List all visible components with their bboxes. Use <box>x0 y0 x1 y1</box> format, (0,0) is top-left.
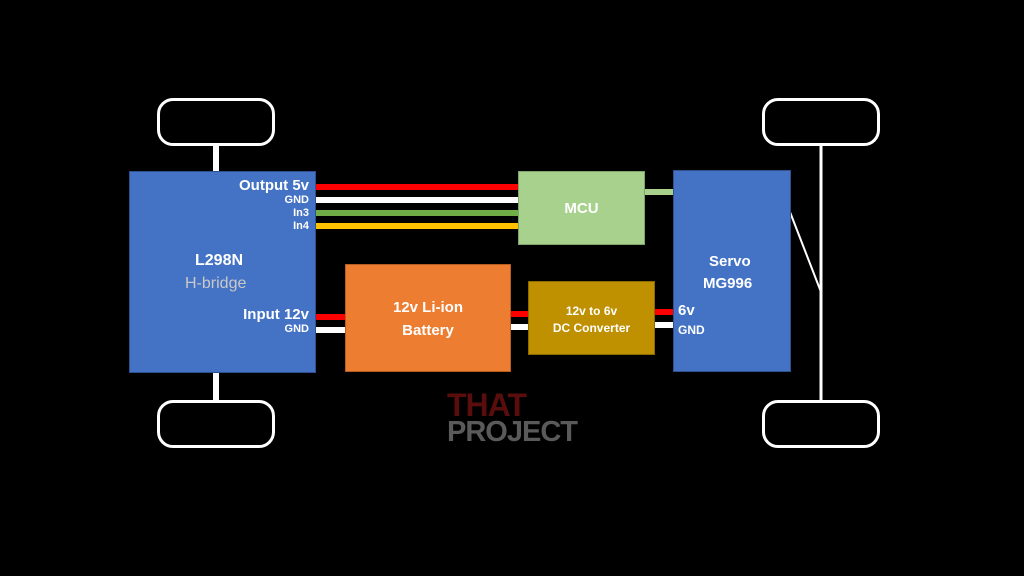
wheel-rear-left <box>157 400 275 448</box>
battery-line1: 12v Li-ion <box>392 299 463 316</box>
servo-6v-label: 6v <box>678 302 695 319</box>
servo-gnd-label: GND <box>678 323 705 337</box>
hbridge-subtitle: H-bridge <box>185 275 247 292</box>
in3-label: In3 <box>293 207 309 219</box>
battery-line2: Battery <box>402 322 454 339</box>
servo-line1: Servo <box>709 253 751 270</box>
converter-line1: 12v to 6v <box>565 304 618 318</box>
gnd-top-label: GND <box>284 194 309 206</box>
wheel-front-right <box>762 98 880 146</box>
converter-block: 12v to 6v DC Converter <box>528 281 655 355</box>
watermark-that: THAT <box>447 387 527 423</box>
in4-label: In4 <box>293 220 309 232</box>
mcu-block: MCU <box>518 171 645 245</box>
steering-link <box>789 211 822 293</box>
watermark-project: PROJECT <box>447 416 578 448</box>
mcu-title: MCU <box>564 200 599 217</box>
l298n-block: Output 5v GND In3 In4 L298N H-bridge Inp… <box>129 171 316 373</box>
l298n-title: L298N <box>195 252 244 269</box>
servo-block: Servo MG996 6v GND <box>673 170 791 372</box>
battery-block: 12v Li-ion Battery <box>345 264 511 372</box>
wheel-front-left <box>157 98 275 146</box>
converter-line2: DC Converter <box>552 321 631 335</box>
input-12v-label: Input 12v <box>243 306 309 323</box>
wheel-rear-right <box>762 400 880 448</box>
servo-line2: MG996 <box>703 275 753 292</box>
gnd-bottom-label: GND <box>284 323 309 335</box>
output-5v-label: Output 5v <box>239 177 309 194</box>
